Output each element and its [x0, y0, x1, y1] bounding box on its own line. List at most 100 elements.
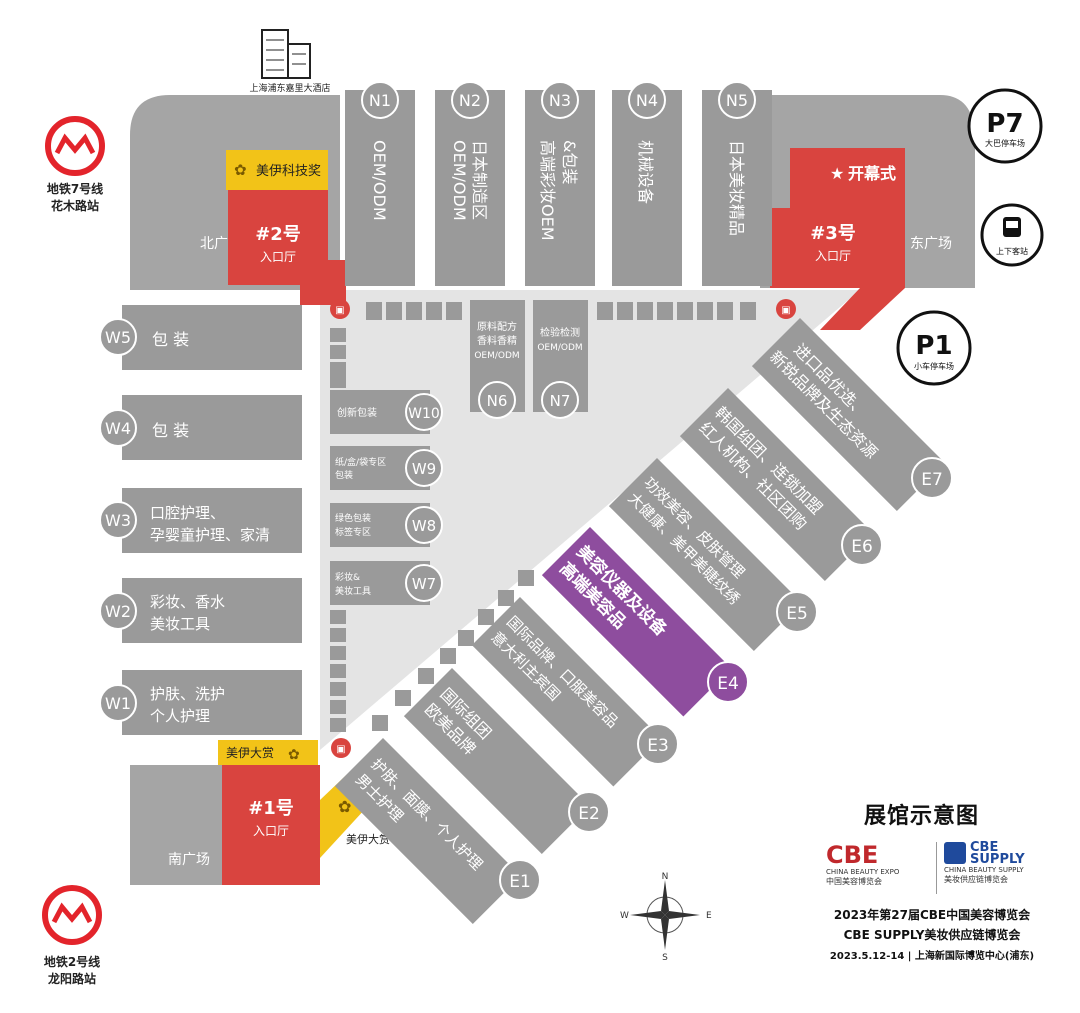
opening-label: 开幕式 [848, 164, 896, 183]
award-south-label: 美伊大赏 [346, 832, 390, 846]
hall-W5-id: W5 [105, 328, 131, 347]
hall-W4[interactable] [122, 395, 302, 460]
hall-E5-id: E5 [786, 604, 808, 624]
hall-N7-label-2: OEM/ODM [537, 343, 582, 353]
legend-line-1: 2023年第27届CBE中国美容博览会 [833, 908, 1031, 922]
center-halls: N6 N7 原料配方 香料香精 OEM/ODM 检验检测 OEM/ODM [470, 300, 588, 419]
hall-W5[interactable] [122, 305, 302, 370]
compass: N S E W [620, 872, 712, 963]
legend-title: 展馆示意图 [864, 804, 980, 829]
hall-N2-label-1: 日本制造区 [470, 140, 489, 220]
legend: 展馆示意图 CBE CHINA BEAUTY EXPO 中国美容博览会 CBE … [812, 798, 1052, 968]
hall-W3-label-2: 孕婴童护理、家清 [150, 526, 270, 544]
metro-north-line: 地铁7号线 [47, 181, 103, 196]
parking-p7[interactable]: P7 大巴停车场 [967, 88, 1043, 164]
award-west-label: 美伊大赏 [226, 746, 274, 760]
hall-W10-id: W10 [408, 406, 440, 422]
hall-W7-label-2: 美妆工具 [335, 585, 371, 597]
entrance-3[interactable] [770, 148, 905, 330]
entrance-2-sub: 入口厅 [260, 250, 296, 264]
hall-N7-id: N7 [550, 392, 571, 410]
south-plaza-label: 南广场 [168, 852, 210, 868]
hall-N1[interactable] [345, 90, 415, 286]
entrance-3-name: #3号 [810, 223, 856, 244]
hall-N4[interactable] [612, 90, 682, 286]
east-halls: 进口品优选、 新锐品牌及生态资源 韩国组团、连锁加盟 红人机构、社区团购 功效美… [334, 318, 953, 924]
entrance-1[interactable] [222, 765, 320, 885]
hall-W3-label-1: 口腔护理、 [150, 504, 225, 522]
hall-W1-label-2: 个人护理 [150, 707, 210, 725]
hall-W1-id: W1 [105, 694, 131, 713]
hall-W8-label-2: 标签专区 [335, 526, 371, 538]
cbe-logo-cn: 中国美容博览会 [826, 877, 882, 886]
supply-logo: CBE SUPPLY CHINA BEAUTY SUPPLY 美妆供应链博览会 [944, 841, 1050, 885]
hall-E4[interactable] [541, 527, 732, 717]
logo-divider [936, 842, 937, 894]
compass-n: N [662, 872, 669, 882]
award-west-logo-icon: ✿ [288, 747, 300, 763]
compass-w: W [620, 911, 629, 921]
hall-W7-id: W7 [412, 575, 436, 593]
hall-E3-id: E3 [647, 736, 669, 756]
compass-s: S [662, 953, 668, 963]
hall-N3-id: N3 [549, 91, 571, 110]
hall-E1[interactable] [334, 738, 521, 924]
metro-north-station: 花木路站 [51, 198, 99, 213]
parking-p1[interactable]: P1 小车停车场 [896, 310, 972, 386]
hall-E7[interactable] [751, 318, 945, 512]
compass-e: E [706, 911, 712, 921]
bus-icon: ▣ [781, 305, 790, 316]
cbe-logo: CBE CHINA BEAUTY EXPO 中国美容博览会 [826, 842, 934, 887]
hall-N5-id: N5 [726, 91, 748, 110]
compass-icon [661, 880, 669, 915]
hall-W1-label-1: 护肤、洗护 [150, 685, 225, 703]
hall-N5[interactable] [702, 90, 772, 286]
hall-W2-label-1: 彩妆、香水 [150, 593, 225, 611]
hall-N5-label-1: 日本美妆精品 [727, 140, 746, 236]
entrance-2-name: #2号 [255, 224, 301, 245]
award-west[interactable] [218, 740, 318, 765]
hall-N2[interactable] [435, 90, 505, 286]
entrance-3-sub: 入口厅 [815, 249, 851, 263]
hall-E2-id: E2 [578, 804, 600, 824]
supply-logo-icon [944, 842, 966, 864]
hall-W3[interactable] [122, 488, 302, 553]
hall-E5[interactable] [608, 458, 802, 652]
metro-south-line: 地铁2号线 [44, 954, 100, 969]
metro-south: 地铁2号线 龙阳路站 [42, 885, 102, 986]
hall-N7-label-1: 检验检测 [540, 326, 580, 339]
legend-line-2: CBE SUPPLY美妆供应链博览会 [843, 928, 1021, 942]
hall-E3[interactable] [471, 597, 662, 787]
hotel: 上海浦东嘉里大酒店 [249, 29, 331, 94]
parking-p7-code: P7 [986, 109, 1023, 139]
parking-p1-label: 小车停车场 [914, 361, 954, 371]
metro-icon [45, 116, 105, 176]
hall-N3[interactable] [525, 90, 595, 286]
hall-W9-label-2: 包装 [335, 469, 353, 481]
north-halls: N1 N2 N3 N4 N5 OEM/ODM 日本制造区 OEM/ODM 高端彩… [345, 81, 772, 286]
hall-E2[interactable] [403, 668, 590, 854]
hall-E6-id: E6 [851, 537, 873, 557]
hall-W2[interactable] [122, 578, 302, 643]
entrance-2-corridor [300, 260, 346, 305]
bus-stop[interactable]: 上下客站 [980, 203, 1044, 267]
hall-E7-id: E7 [921, 470, 943, 490]
hall-W8-id: W8 [412, 517, 436, 535]
award-south-logo-icon: ✿ [338, 797, 351, 816]
award-north-label: 美伊科技奖 [256, 164, 321, 179]
hall-W2-id: W2 [105, 602, 131, 621]
award-north[interactable] [226, 150, 328, 190]
hall-W4-label-1: 包 装 [152, 421, 189, 440]
inner-west-halls: W10 W9 W8 W7 创新包装 纸/盒/袋专区 包装 绿色包装 标签专区 彩… [330, 390, 443, 605]
hall-N6-label-2: 香料香精 [477, 334, 517, 347]
hall-W2-label-2: 美妆工具 [150, 615, 210, 633]
hall-W9-label-1: 纸/盒/袋专区 [335, 456, 386, 468]
hall-N6-label-3: OEM/ODM [474, 351, 519, 361]
hall-N6-label-1: 原料配方 [477, 320, 517, 333]
entrance-1-sub: 入口厅 [253, 824, 289, 838]
hall-E6[interactable] [679, 388, 873, 582]
hall-W1[interactable] [122, 670, 302, 735]
hall-N2-label-2: OEM/ODM [450, 140, 469, 221]
bus-icon: ▣ [336, 744, 345, 755]
